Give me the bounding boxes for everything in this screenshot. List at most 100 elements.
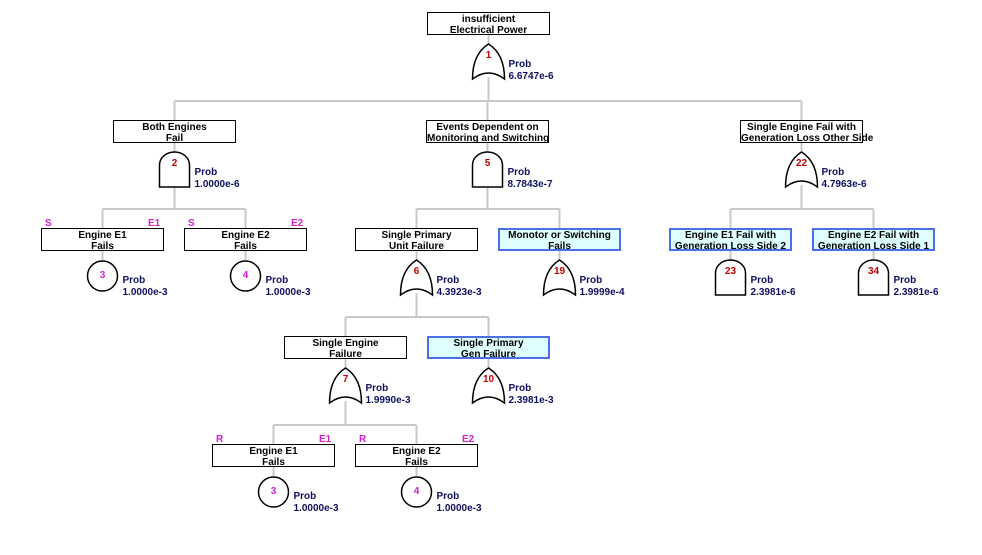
probability-value: 1.0000e-3 [265, 287, 311, 298]
probability-label: Prob [122, 275, 146, 286]
probability-label: Prob [821, 167, 845, 178]
probability-value: 1.9999e-4 [579, 287, 625, 298]
gate-number: 34 [867, 266, 880, 277]
gate-number: 6 [413, 266, 420, 277]
event-title-line2: Failure [329, 349, 362, 360]
and-gate-icon [158, 151, 191, 188]
event-title-line2: Gen Failure [460, 349, 516, 360]
event-title-line1: Engine E2 [392, 446, 441, 457]
probability-value: 2.3981e-6 [893, 287, 939, 298]
event-title-line2: Generation Loss Other Side [741, 133, 874, 144]
probability-label: Prob [750, 275, 774, 286]
event-title-line2: Electrical Power [449, 25, 528, 36]
and-gate-icon [714, 259, 747, 296]
probability-label: Prob [436, 491, 460, 502]
gate-number: 19 [553, 266, 566, 277]
probability-value: 1.0000e-3 [122, 287, 168, 298]
basic-event-icon [86, 260, 119, 292]
probability-label: Prob [893, 275, 917, 286]
event-tag-left: R [359, 434, 367, 445]
event-title-line2: Generation Loss Side 1 [817, 241, 930, 252]
gate-number: 23 [724, 266, 737, 277]
basic-event-icon [257, 476, 290, 508]
gate-number: 3 [99, 270, 106, 281]
probability-label: Prob [436, 275, 460, 286]
probability-label: Prob [508, 383, 532, 394]
event-title-line2: Fails [91, 241, 114, 252]
event-tag-left: S [188, 218, 195, 229]
probability-value: 1.0000e-3 [293, 503, 339, 514]
gate-number: 22 [795, 158, 808, 169]
event-title-line1: Single Engine [312, 338, 379, 349]
event-title-line1: insufficient [461, 14, 516, 25]
event-title-line1: Engine E2 Fail with [827, 230, 920, 241]
event-tag-right: E2 [462, 434, 475, 445]
gate-number: 7 [342, 374, 349, 385]
probability-label: Prob [265, 275, 289, 286]
gate-number: 4 [242, 270, 249, 281]
or-gate-icon [784, 151, 819, 189]
event-tag-right: E1 [148, 218, 161, 229]
event-tag-left: R [216, 434, 224, 445]
probability-label: Prob [507, 167, 531, 178]
event-title-line1: Single Primary [453, 338, 524, 349]
probability-value: 8.7843e-7 [507, 179, 553, 190]
or-gate-icon [471, 43, 506, 81]
basic-event-icon [229, 260, 262, 292]
probability-label: Prob [365, 383, 389, 394]
event-tag-left: S [45, 218, 52, 229]
event-title-line1: Engine E2 [221, 230, 270, 241]
gate-number: 10 [482, 374, 495, 385]
gate-number: 5 [484, 158, 491, 169]
event-title-line2: Monitoring and Switching [427, 133, 550, 144]
event-title-line1: Both Engines [142, 122, 207, 133]
basic-event-icon [400, 476, 433, 508]
event-title-line1: Engine E1 Fail with [684, 230, 777, 241]
probability-label: Prob [293, 491, 317, 502]
and-gate-icon [857, 259, 890, 296]
and-gate-icon [471, 151, 504, 188]
event-title-line2: Unit Failure [388, 241, 444, 252]
probability-label: Prob [508, 59, 532, 70]
event-title-line1: Single Engine Fail with [747, 122, 856, 133]
gate-number: 2 [171, 158, 178, 169]
probability-label: Prob [579, 275, 603, 286]
event-title-line1: Monotor or Switching [508, 230, 611, 241]
event-title-line2: Fail [165, 133, 184, 144]
gate-number: 4 [413, 486, 420, 497]
probability-value: 1.9990e-3 [365, 395, 411, 406]
probability-value: 2.3981e-3 [508, 395, 554, 406]
event-title-line2: Generation Loss Side 2 [674, 241, 787, 252]
or-gate-icon [542, 259, 577, 297]
event-title-line2: Fails [405, 457, 428, 468]
probability-value: 2.3981e-6 [750, 287, 796, 298]
event-tag-right: E2 [291, 218, 304, 229]
probability-value: 4.3923e-3 [436, 287, 482, 298]
probability-value: 1.0000e-3 [436, 503, 482, 514]
probability-value: 6.6747e-6 [508, 71, 554, 82]
event-title-line1: Engine E1 [78, 230, 127, 241]
probability-value: 4.7963e-6 [821, 179, 867, 190]
event-title-line2: Fails [548, 241, 571, 252]
event-title-line1: Events Dependent on [436, 122, 539, 133]
event-tag-right: E1 [319, 434, 332, 445]
event-title-line2: Fails [262, 457, 285, 468]
or-gate-icon [328, 367, 363, 405]
gate-number: 3 [270, 486, 277, 497]
event-title-line2: Fails [234, 241, 257, 252]
